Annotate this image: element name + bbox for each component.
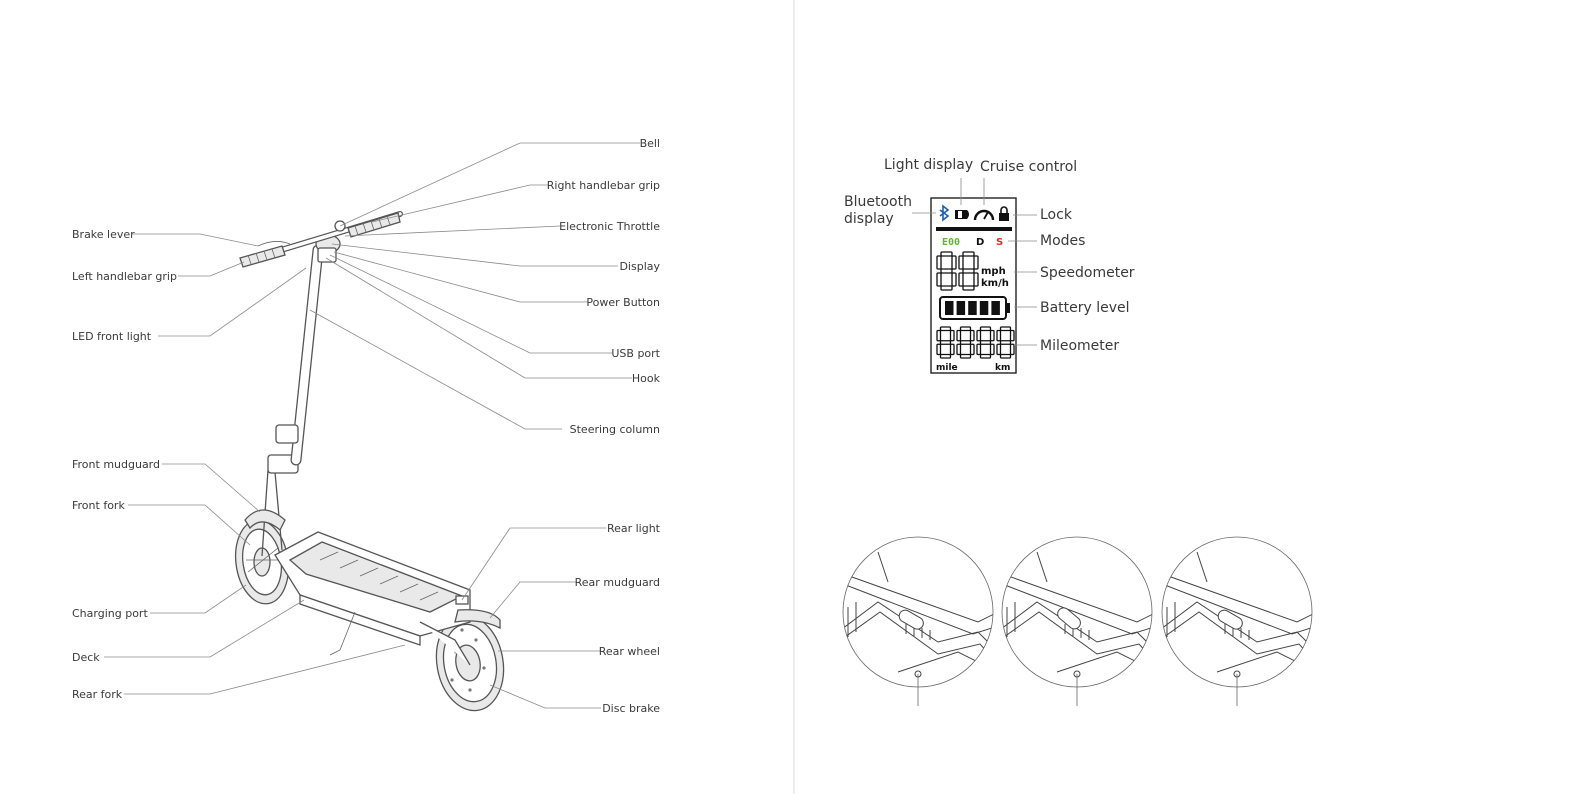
label-usb-port: USB port — [611, 347, 660, 360]
battery-icon — [939, 296, 1010, 320]
label-cruise-control: Cruise control — [980, 159, 1077, 175]
display-labels: Light display Cruise control Bluetooth d… — [844, 157, 1135, 354]
unit-kmh: km/h — [981, 278, 1009, 289]
label-lock: Lock — [1040, 207, 1073, 223]
detail-circle-1 — [842, 536, 994, 706]
unit-mile: mile — [936, 363, 958, 373]
mode-d-indicator: D — [976, 237, 984, 248]
label-speedometer: Speedometer — [1040, 265, 1135, 281]
label-steering-column: Steering column — [570, 423, 660, 436]
deck — [274, 531, 471, 646]
left-grip-shape — [239, 245, 286, 268]
unit-km: km — [995, 363, 1010, 373]
label-disc-brake: Disc brake — [602, 702, 660, 715]
battery-bar — [991, 301, 1000, 315]
label-rear-mudguard: Rear mudguard — [575, 576, 660, 589]
label-light-display: Light display — [884, 157, 973, 173]
odometer-digit — [976, 326, 995, 359]
unit-mph: mph — [981, 266, 1006, 277]
battery-bar — [956, 301, 966, 315]
label-bluetooth-line2: display — [844, 211, 894, 227]
odometer-digit — [996, 326, 1015, 359]
label-rear-wheel: Rear wheel — [599, 645, 660, 658]
label-modes: Modes — [1040, 233, 1085, 249]
label-right-handlebar-grip: Right handlebar grip — [547, 179, 660, 192]
label-front-fork: Front fork — [72, 499, 125, 512]
label-battery-level: Battery level — [1040, 300, 1130, 316]
light-icon — [955, 210, 969, 219]
lcd-diagram: E00 D S mph km/h mile km — [930, 197, 1017, 374]
odometer-digit — [936, 326, 955, 359]
rear-mudguard-shape — [454, 609, 501, 630]
mileometer-digits — [936, 326, 1015, 359]
battery-bar — [979, 301, 989, 315]
label-bell: Bell — [640, 137, 660, 150]
label-rear-light: Rear light — [607, 522, 661, 535]
cruise-control-icon — [973, 209, 995, 221]
label-electronic-throttle: Electronic Throttle — [559, 220, 660, 233]
label-display: Display — [619, 260, 660, 273]
mode-s-indicator: S — [996, 237, 1003, 248]
kickstand — [329, 611, 356, 656]
battery-bar — [945, 301, 954, 315]
mode-e00-indicator: E00 — [942, 237, 960, 248]
speed-digit — [958, 251, 979, 291]
rear-fork — [419, 621, 471, 666]
label-brake-lever: Brake lever — [72, 228, 135, 241]
label-deck: Deck — [72, 651, 100, 664]
right-grip-shape — [347, 212, 401, 238]
scooter-labels: Bell Right handlebar grip Electronic Thr… — [72, 137, 661, 715]
front-wheel — [234, 519, 290, 605]
bluetooth-icon — [939, 204, 950, 222]
label-hook: Hook — [632, 372, 661, 385]
detail-circle-2 — [1001, 536, 1153, 706]
lock-icon — [999, 206, 1009, 221]
label-led-front-light: LED front light — [72, 330, 152, 343]
label-power-button: Power Button — [586, 296, 660, 309]
detail-circle-3 — [1161, 536, 1313, 706]
label-bluetooth-line1: Bluetooth — [844, 194, 912, 210]
display-leader-lines — [912, 178, 1037, 346]
label-rear-fork: Rear fork — [72, 688, 123, 701]
front-mudguard-shape — [244, 509, 286, 532]
label-front-mudguard: Front mudguard — [72, 458, 160, 471]
brake-lever-shape — [257, 241, 291, 247]
label-left-handlebar-grip: Left handlebar grip — [72, 270, 177, 283]
label-charging-port: Charging port — [72, 607, 148, 620]
speed-digit — [936, 251, 957, 291]
scooter-leader-lines — [104, 142, 640, 709]
lcd-divider — [936, 227, 1012, 231]
label-mileometer: Mileometer — [1040, 338, 1119, 354]
scooter-illustration — [234, 211, 505, 712]
battery-bar — [968, 301, 977, 315]
speedometer-digits — [936, 251, 979, 291]
odometer-digit — [956, 326, 975, 359]
